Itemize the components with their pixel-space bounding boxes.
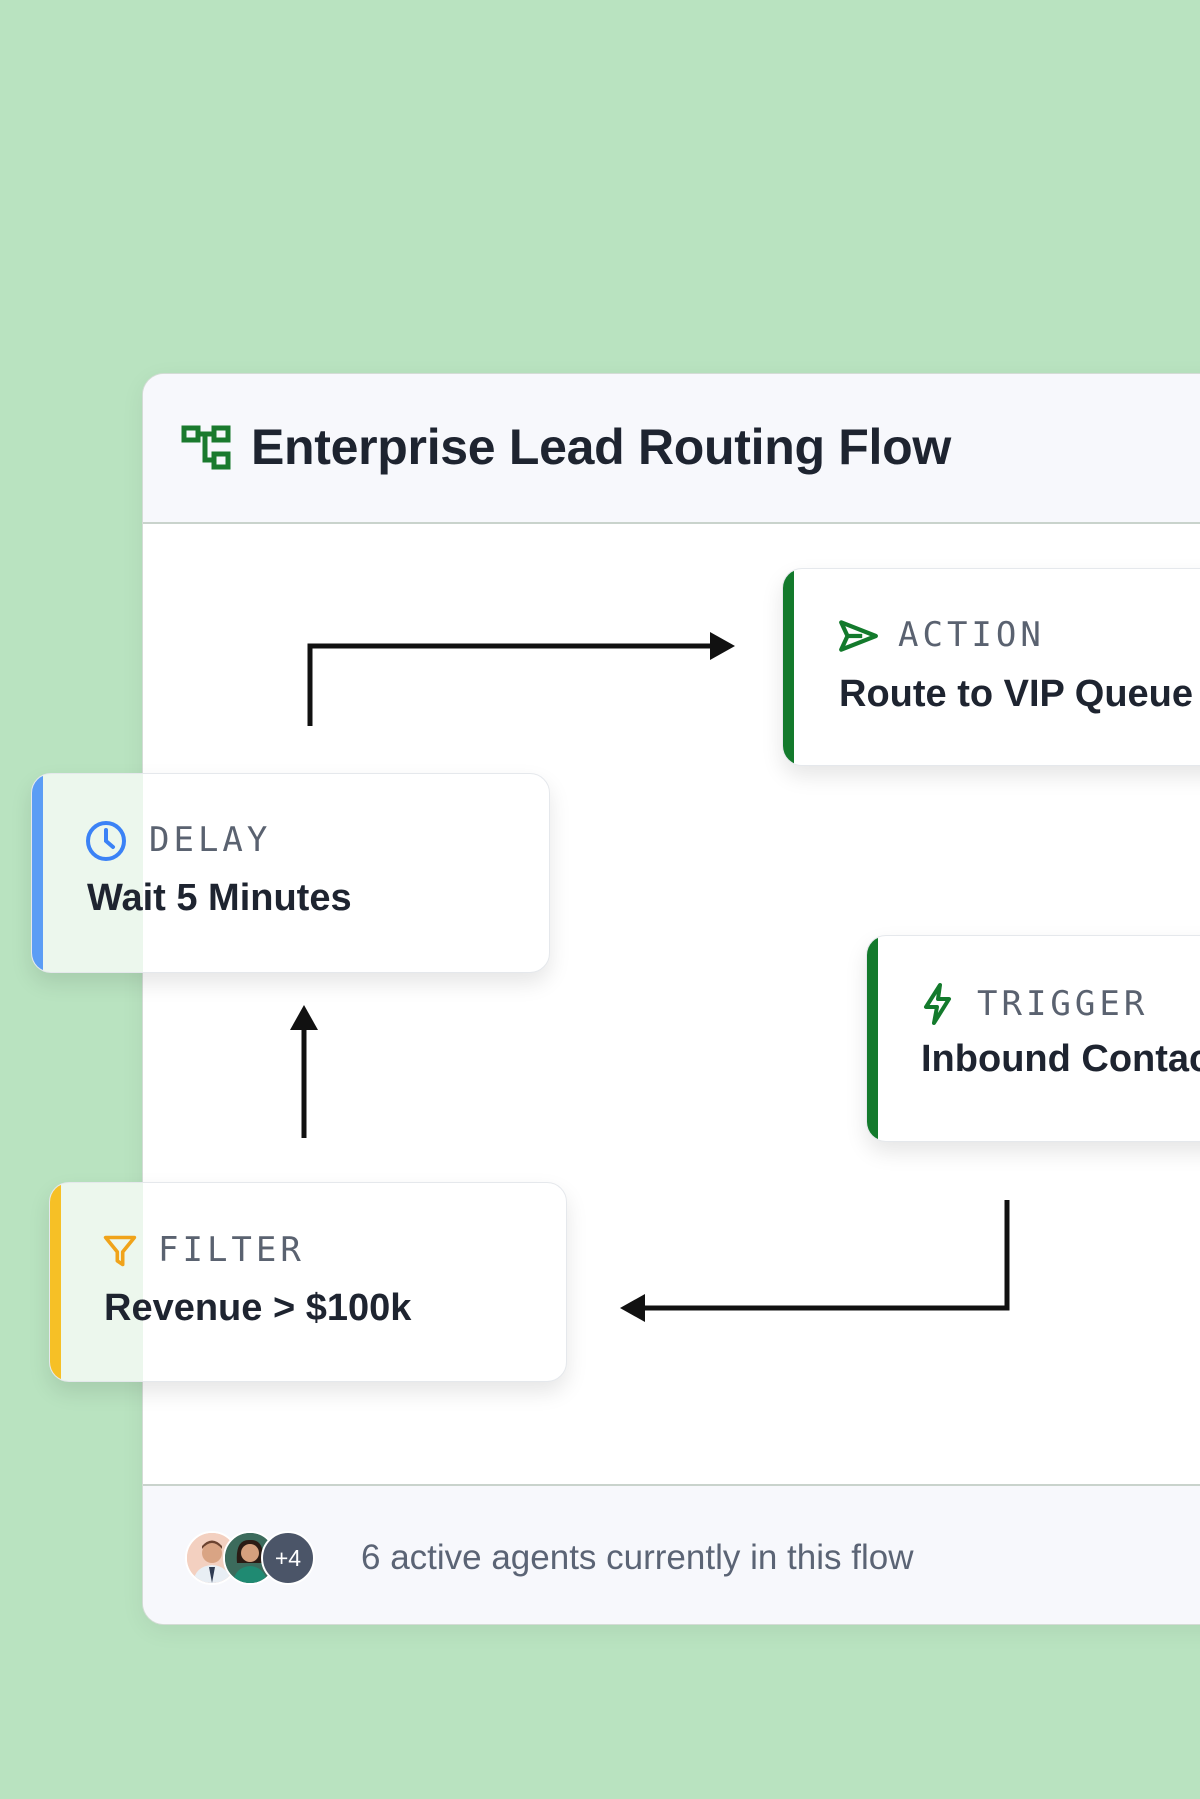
node-title: Inbound Contact (921, 1038, 1200, 1080)
avatar-more-badge[interactable]: +4 (261, 1531, 315, 1585)
node-accent-stripe (867, 936, 878, 1141)
node-type-label: ACTION (898, 615, 1045, 655)
clock-icon (86, 821, 126, 861)
delay-node[interactable]: DELAY Wait 5 Minutes (31, 773, 550, 973)
send-icon (839, 620, 878, 652)
node-type-label: FILTER (158, 1230, 305, 1270)
avatar-group[interactable]: +4 (185, 1531, 335, 1585)
node-accent-stripe (783, 569, 794, 765)
panel-footer: +4 6 active agents currently in this flo… (143, 1484, 1200, 1624)
node-title: Wait 5 Minutes (87, 877, 352, 919)
panel-header: Enterprise Lead Routing Flow (143, 374, 1200, 524)
node-overlay-tint (32, 774, 143, 972)
node-overlay-tint (50, 1183, 143, 1381)
flow-diagram-icon (181, 425, 231, 470)
node-title: Revenue > $100k (104, 1287, 412, 1329)
node-accent-stripe (32, 774, 43, 972)
trigger-node[interactable]: TRIGGER Inbound Contact (866, 935, 1200, 1142)
node-type-label: TRIGGER (977, 984, 1149, 1024)
node-accent-stripe (50, 1183, 61, 1381)
node-title: Route to VIP Queue (839, 673, 1194, 715)
node-type-label: DELAY (149, 820, 272, 860)
filter-node[interactable]: FILTER Revenue > $100k (49, 1182, 567, 1382)
filter-icon (103, 1235, 137, 1267)
page-title: Enterprise Lead Routing Flow (251, 419, 951, 475)
lightning-icon (924, 983, 951, 1025)
action-node[interactable]: ACTION Route to VIP Queue (782, 568, 1200, 766)
active-agents-status: 6 active agents currently in this flow (361, 1538, 914, 1577)
